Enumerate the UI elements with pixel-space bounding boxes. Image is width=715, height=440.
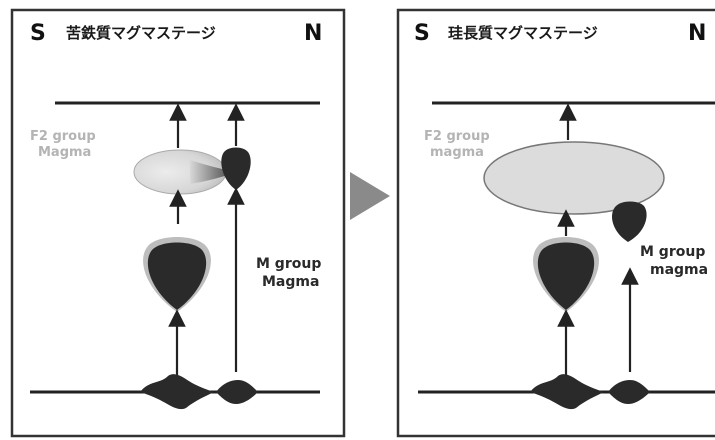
right-direction-north: N (688, 21, 706, 46)
transition-arrow (350, 172, 390, 220)
right-m-label-line2: magma (650, 262, 708, 278)
right-f2-label-line1: F2 group (424, 129, 490, 144)
right-panel: S 珪長質マグマステージ N F2 group magma M group ma… (396, 8, 715, 438)
right-panel-title: 珪長質マグマステージ (448, 24, 598, 42)
right-panel-frame (396, 8, 715, 438)
left-f2-label-line1: F2 group (30, 129, 96, 144)
left-source-blob-1 (140, 374, 214, 410)
left-panel-title: 苦鉄質マグマステージ (66, 24, 216, 42)
left-m-label-line1: M group (256, 256, 321, 272)
left-panel: S 苦鉄質マグマステージ N F2 group Magma M group Ma… (10, 8, 346, 438)
right-m-label-line1: M group (640, 244, 705, 260)
left-direction-north: N (304, 21, 322, 46)
left-direction-south: S (30, 21, 46, 46)
right-direction-south: S (414, 21, 430, 46)
right-source-blob-2 (608, 380, 650, 404)
right-m-magma-lower-drop (537, 242, 595, 310)
left-m-magma-lower-drop (147, 242, 207, 310)
right-f2-label-line2: magma (430, 145, 484, 160)
left-source-blob-2 (216, 380, 258, 404)
right-source-blob-1 (530, 374, 604, 410)
left-f2-magma-tail (190, 160, 236, 184)
left-m-magma-upper-drop (221, 147, 251, 190)
right-m-magma-upper-drop (612, 201, 647, 242)
left-m-label-line2: Magma (262, 274, 319, 290)
left-f2-label-line2: Magma (38, 145, 91, 160)
